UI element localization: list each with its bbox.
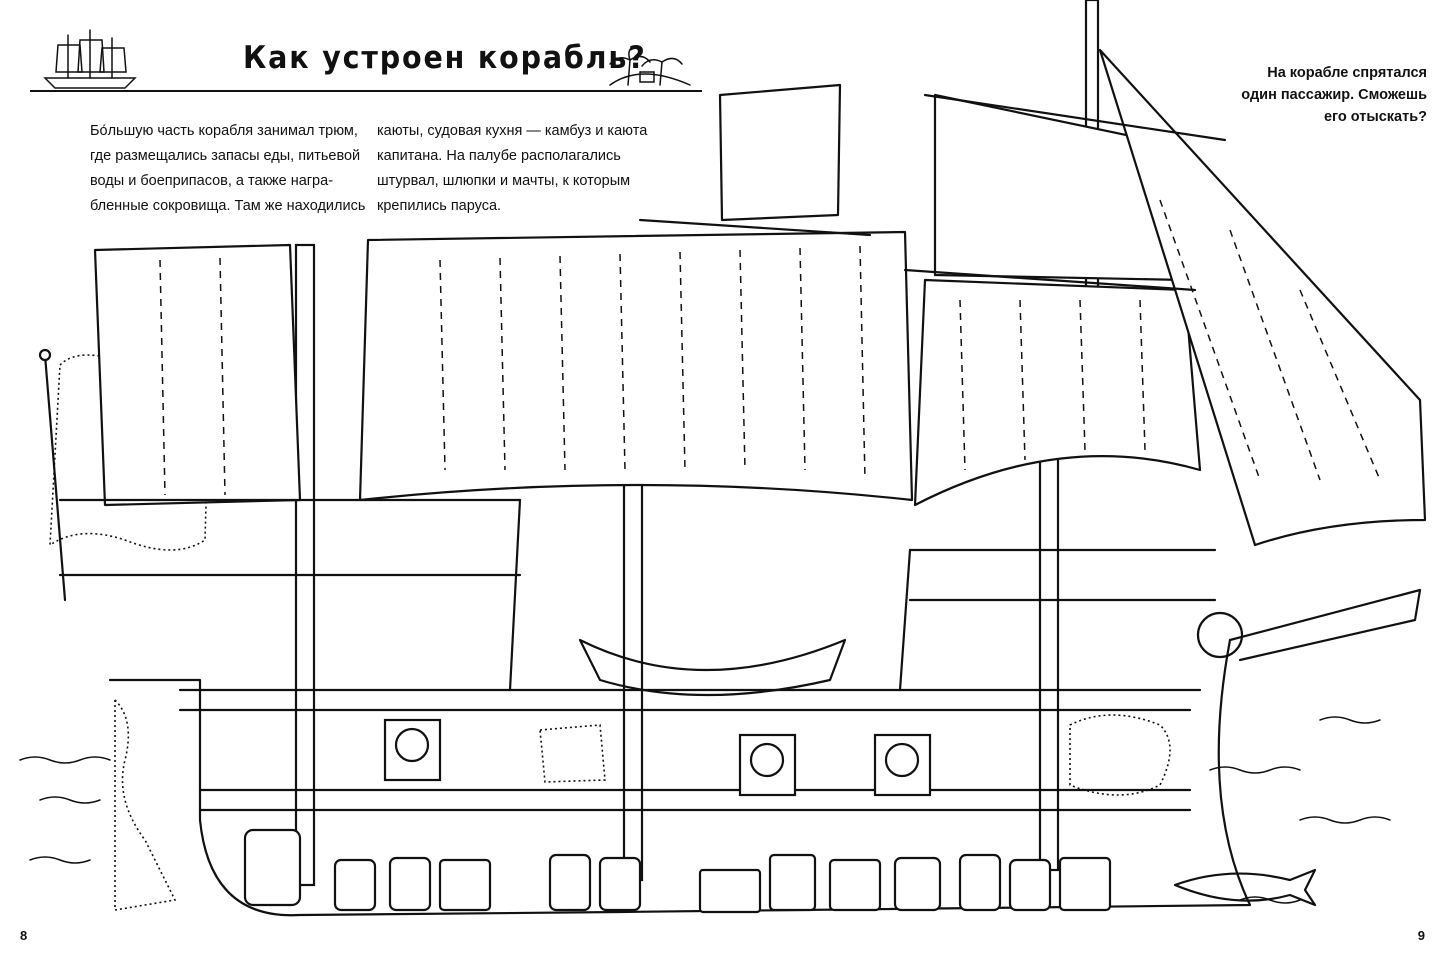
hint-line: один пассажир. Сможешь [1241, 87, 1427, 103]
intro-line: штурвал, шлюпки и мачты, к которым [377, 173, 631, 189]
dotted-flag [49, 354, 211, 551]
intro-line: воды и боеприпасов, а также награ- [90, 173, 334, 189]
hidden-passenger-hint: На корабле спрятался один пассажир. Смож… [1167, 62, 1427, 128]
hint-line: его отыскать? [1323, 109, 1427, 125]
intro-line: крепились паруса. [377, 198, 502, 214]
intro-line: Бо́льшую часть корабля занимал трюм, [90, 123, 358, 139]
intro-text-column-2: каюты, судовая кухня — камбуз и каюта ка… [377, 119, 667, 219]
intro-line: бленные сокровища. Там же находились [90, 198, 366, 214]
intro-text-column-1: Бо́льшую часть корабля занимал трюм, где… [90, 119, 380, 219]
shark-drawing [1173, 868, 1317, 907]
page-title: Как устроен корабль? [243, 40, 647, 76]
ship-sails [93, 48, 1427, 547]
header-ship-icon [43, 29, 137, 89]
cannons [383, 718, 932, 797]
page-number-right: 9 [1417, 928, 1425, 943]
header-island-icon [609, 45, 691, 86]
cargo-hold [243, 828, 1112, 914]
rowing-boat [578, 638, 847, 697]
page-number-left: 8 [20, 928, 28, 943]
intro-line: каюты, судовая кухня — камбуз и каюта [377, 123, 648, 139]
hint-line: На корабле спрятался [1267, 65, 1427, 81]
intro-line: капитана. На палубе располагались [377, 148, 621, 164]
intro-line: где размещались запасы еды, питьевой [90, 148, 361, 164]
title-underline [30, 90, 702, 92]
